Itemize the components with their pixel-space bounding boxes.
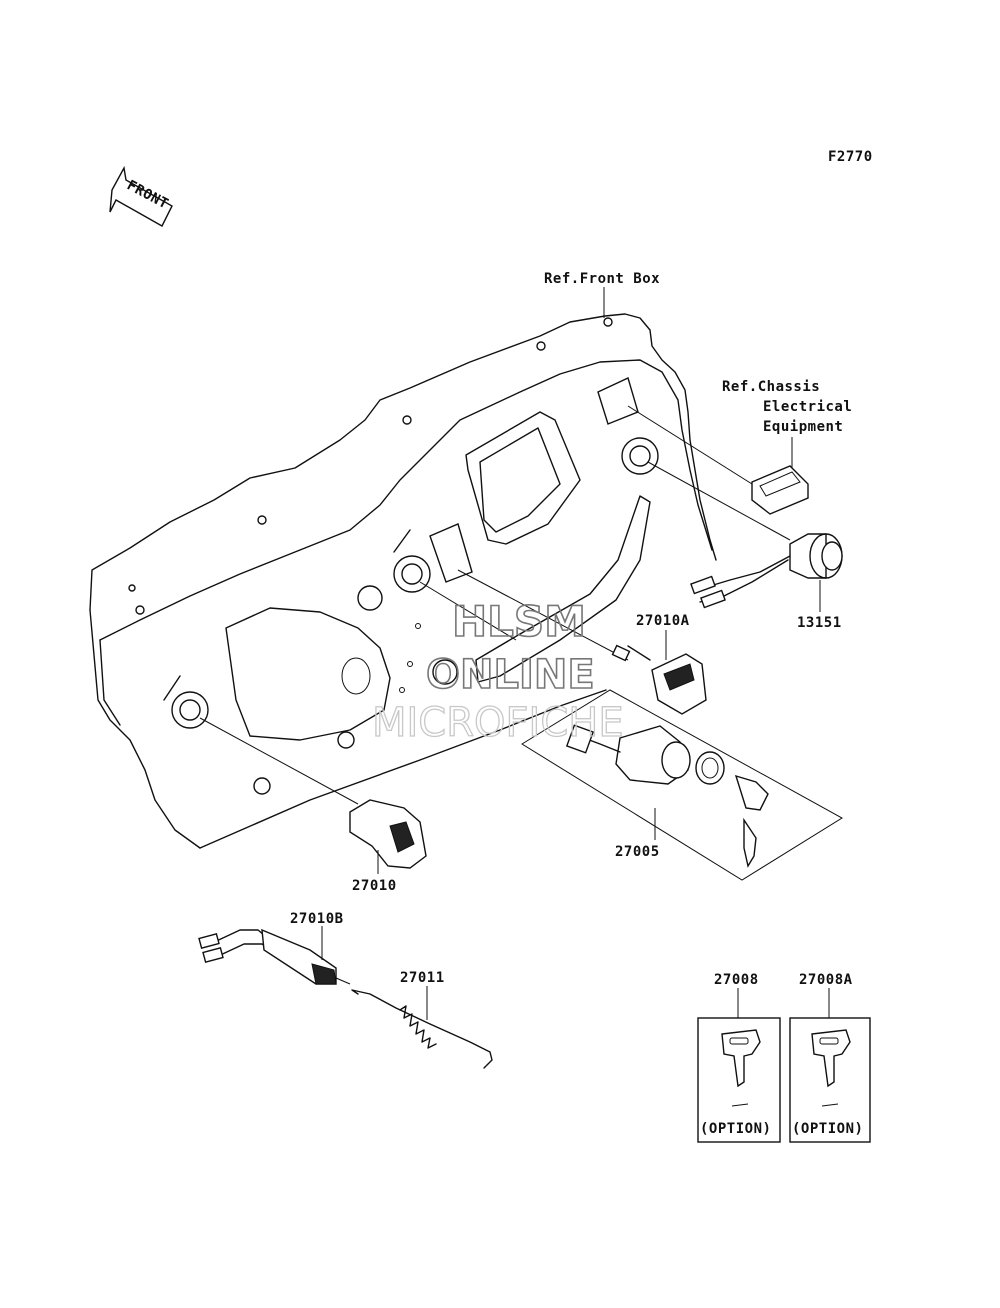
part-27010A-switch [611, 644, 707, 715]
watermark-line3: MICROFICHE [372, 700, 624, 746]
figure-code: F2770 [828, 149, 873, 165]
key-27008-box [697, 1017, 781, 1143]
ref-chassis-label-line2: Electrical [763, 399, 852, 415]
ref-chassis-label-line1: Ref.Chassis [722, 379, 820, 395]
label-27008A: 27008A [799, 972, 853, 988]
part-13151-socket [690, 533, 843, 609]
label-27008: 27008 [714, 972, 759, 988]
front-arrow-icon: FRONT [109, 165, 173, 227]
label-13151: 13151 [797, 615, 842, 631]
ref-front-box-label: Ref.Front Box [544, 271, 660, 287]
label-27010B: 27010B [290, 911, 344, 927]
projection-lines [199, 405, 791, 805]
option-label-27008A: (OPTION) [792, 1121, 863, 1137]
part-27010-rotary-switch [349, 799, 427, 869]
chassis-connector-part [751, 465, 809, 515]
dashboard-panel [89, 313, 717, 849]
label-27010: 27010 [352, 878, 397, 894]
option-label-27008: (OPTION) [700, 1121, 771, 1137]
label-27005: 27005 [615, 844, 660, 860]
ref-chassis-label-line3: Equipment [763, 419, 843, 435]
key-27008A-box [789, 1017, 871, 1143]
label-27010A: 27010A [636, 613, 690, 629]
part-27011-spring [351, 989, 493, 1069]
label-27011: 27011 [400, 970, 445, 986]
watermark: HLSM ONLINE MICROFICHE [371, 596, 624, 746]
part-27010B-switch [198, 928, 351, 985]
part-27005-ignition-assembly [521, 689, 843, 881]
watermark-line2: ONLINE [426, 652, 595, 698]
watermark-line1: HLSM [452, 597, 586, 646]
